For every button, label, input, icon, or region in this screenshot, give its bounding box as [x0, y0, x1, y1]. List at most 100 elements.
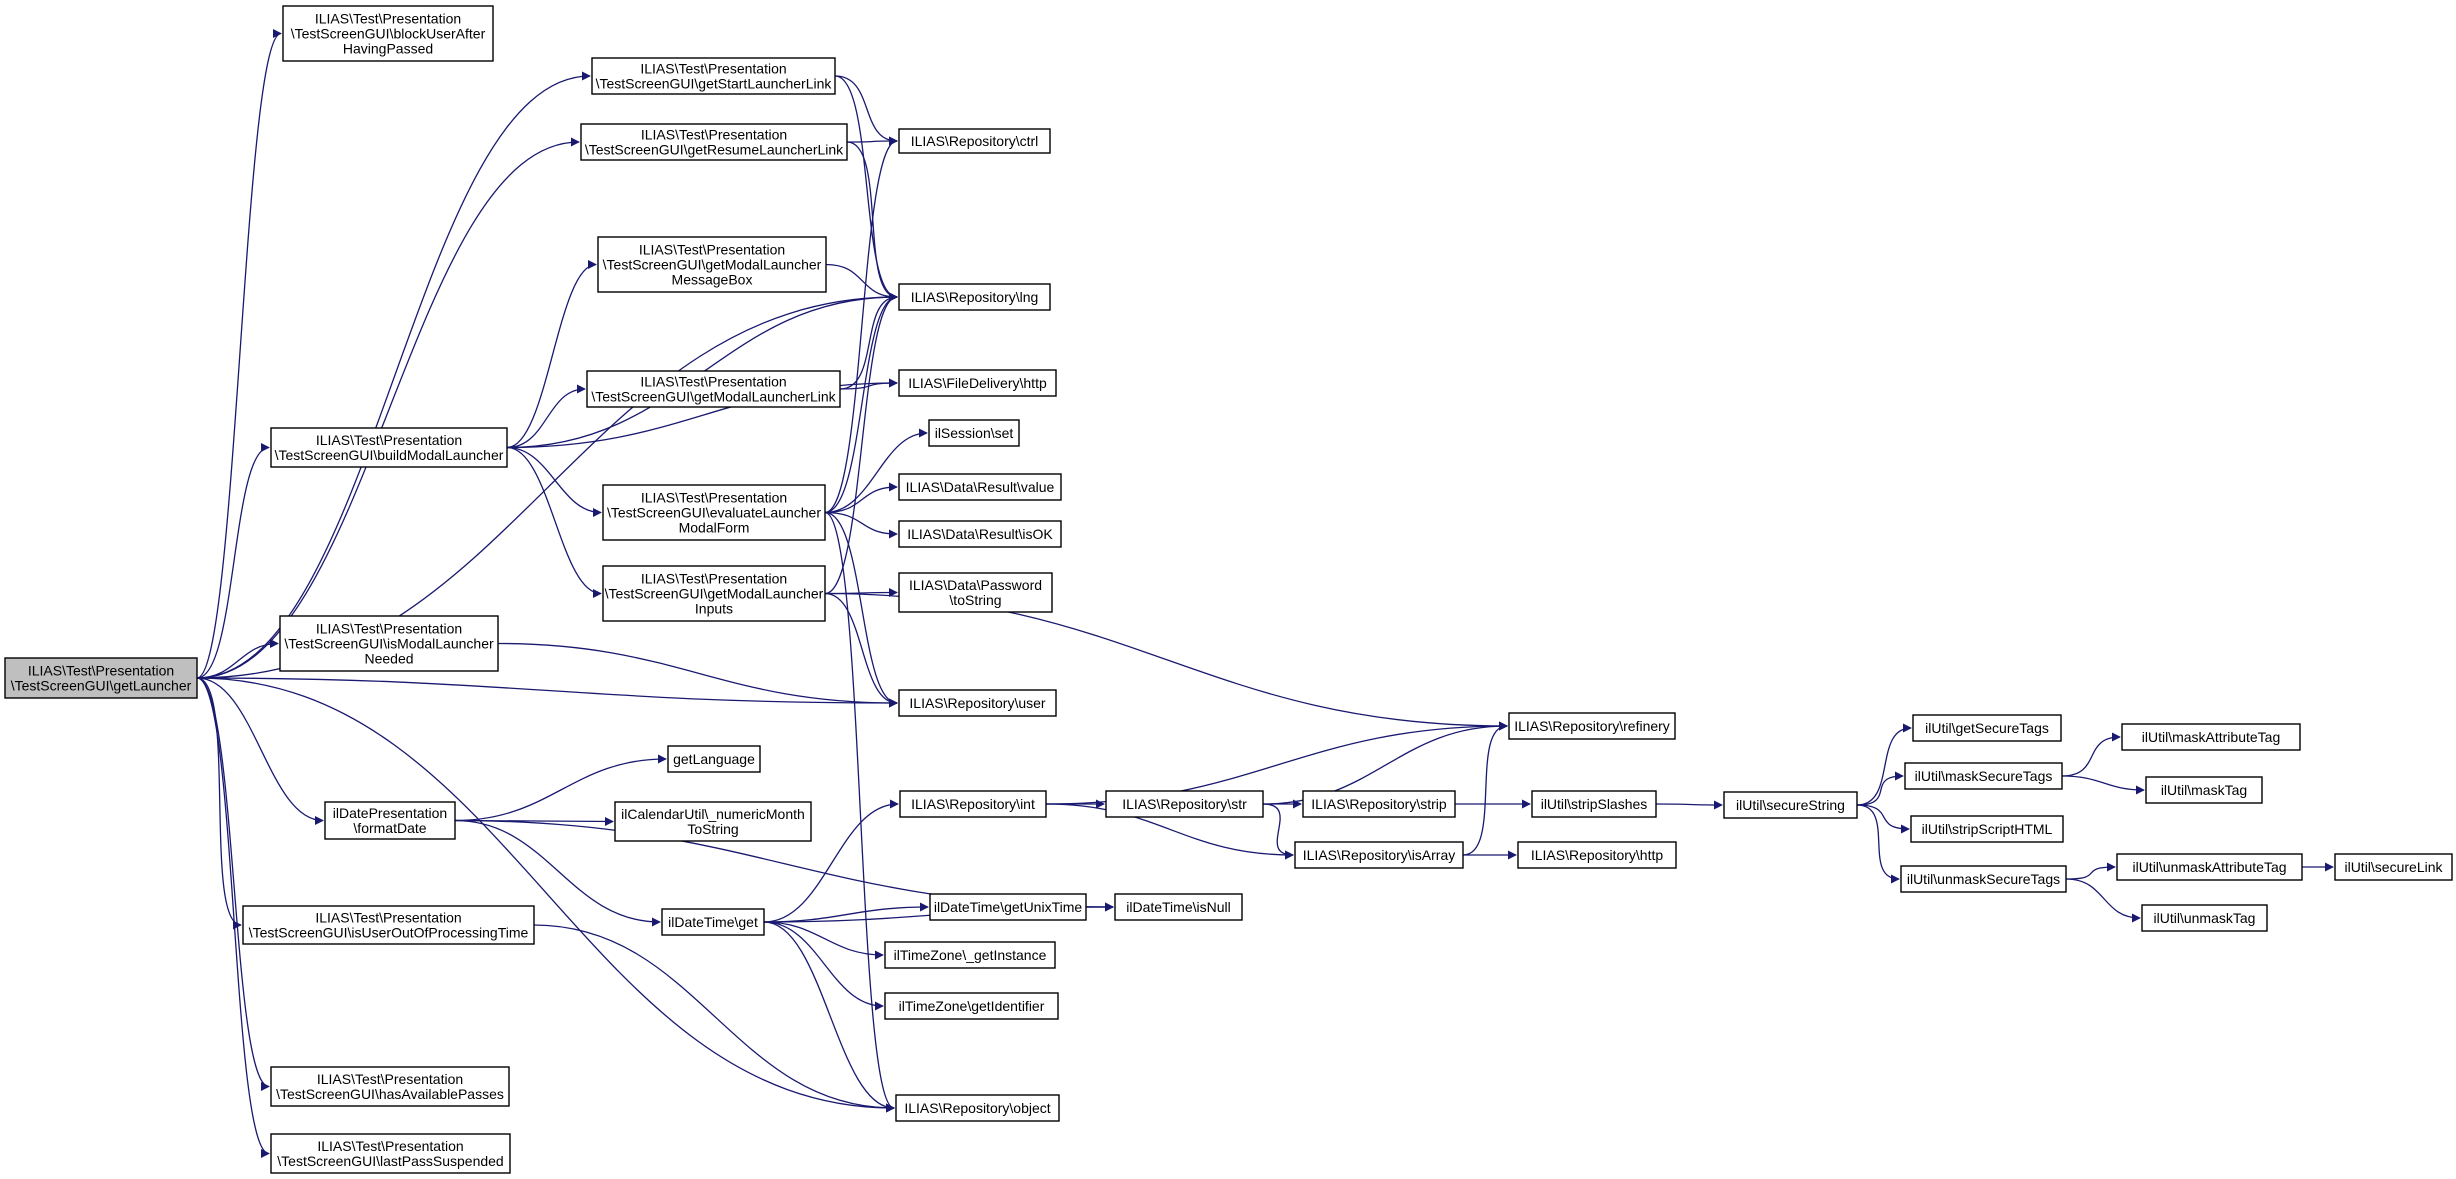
node-box — [2121, 723, 2301, 751]
edge-getLauncher-to-getStartLauncherLink — [196, 71, 591, 679]
node-strip-slashes[interactable]: ilUtil\stripSlashes — [1531, 790, 1657, 818]
node-last-pass-suspended[interactable]: ILIAS\Test\Presentation\TestScreenGUI\la… — [270, 1133, 511, 1174]
node-secure-link[interactable]: ilUtil\secureLink — [2334, 853, 2453, 881]
node-repo-http[interactable]: ILIAS\Repository\http — [1517, 841, 1677, 869]
edge-buildModalLauncher-to-getModalLauncherMessageBox — [506, 260, 597, 449]
node-build-modal-launcher[interactable]: ILIAS\Test\Presentation\TestScreenGUI\bu… — [270, 427, 508, 468]
node-label: HavingPassed — [343, 41, 433, 57]
node-label: \TestScreenGUI\isModalLauncher — [284, 636, 494, 652]
node-label: ilUtil\stripScriptHTML — [1922, 821, 2053, 837]
node-ctrl[interactable]: ILIAS\Repository\ctrl — [898, 128, 1051, 154]
node-is-null[interactable]: ilDateTime\isNull — [1114, 893, 1243, 921]
node-has-available-passes[interactable]: ILIAS\Test\Presentation\TestScreenGUI\ha… — [270, 1066, 510, 1107]
node-get-start-launcher-link[interactable]: ILIAS\Test\Presentation\TestScreenGUI\ge… — [591, 57, 836, 95]
node-session-set[interactable]: ilSession\set — [928, 419, 1020, 447]
node-strip-script-h-t-m-l[interactable]: ilUtil\stripScriptHTML — [1910, 815, 2064, 843]
node-block-user-after-having-passed[interactable]: ILIAS\Test\Presentation\TestScreenGUI\bl… — [282, 5, 494, 62]
node-label: ILIAS\Repository\http — [1531, 847, 1664, 863]
edge-formatDate-to-getLanguage — [454, 754, 667, 822]
edge-getLauncher-to-isUserOutOfProcessingTime — [196, 677, 242, 930]
node-is-user-out-of-processing-time[interactable]: ILIAS\Test\Presentation\TestScreenGUI\is… — [242, 905, 535, 945]
node-object[interactable]: ILIAS\Repository\object — [895, 1094, 1060, 1122]
node-label: ILIAS\Repository\lng — [911, 289, 1039, 305]
node-label: ILIAS\Test\Presentation — [641, 127, 787, 143]
node-secure-string[interactable]: ilUtil\secureString — [1723, 791, 1858, 819]
node-label: ilDateTime\getUnixTime — [934, 899, 1083, 915]
node-get-launcher[interactable]: ILIAS\Test\Presentation\TestScreenGUI\ge… — [4, 657, 198, 699]
node-format-date[interactable]: ilDatePresentation\formatDate — [324, 801, 456, 840]
edge-buildModalLauncher-to-getModalLauncherInputs — [506, 446, 602, 598]
node-box — [602, 565, 826, 622]
edge-getStartLauncherLink-to-ctrl — [834, 75, 898, 146]
node-tz-get-identifier[interactable]: ilTimeZone\getIdentifier — [884, 992, 1059, 1020]
node-unmask-attribute-tag[interactable]: ilUtil\unmaskAttributeTag — [2116, 853, 2303, 881]
edge-secureString-to-maskSecureTags — [1856, 771, 1904, 806]
edge-dateTimeGet-to-tzGetInstance — [763, 921, 884, 960]
node-label: ILIAS\Repository\str — [1122, 796, 1247, 812]
edge-getLauncher-to-isModalLauncherNeeded — [196, 639, 279, 679]
node-label: ILIAS\Test\Presentation — [641, 490, 787, 506]
node-evaluate-launcher-modal-form[interactable]: ILIAS\Test\Presentation\TestScreenGUI\ev… — [602, 484, 826, 541]
node-label: ILIAS\Test\Presentation — [640, 374, 786, 390]
edges-layer — [196, 29, 2334, 1158]
node-is-modal-launcher-needed[interactable]: ILIAS\Test\Presentation\TestScreenGUI\is… — [279, 615, 499, 672]
node-box — [667, 745, 761, 773]
edge-repoStr-to-isArray — [1262, 803, 1294, 860]
node-label: ilUtil\secureString — [1736, 797, 1845, 813]
node-label: \TestScreenGUI\hasAvailablePasses — [276, 1086, 504, 1102]
node-get-modal-launcher-message-box[interactable]: ILIAS\Test\Presentation\TestScreenGUI\ge… — [597, 236, 827, 293]
node-label: ILIAS\Test\Presentation — [641, 571, 787, 587]
node-result-value[interactable]: ILIAS\Data\Result\value — [898, 473, 1062, 501]
node-box — [1900, 865, 2067, 893]
node-is-array[interactable]: ILIAS\Repository\isArray — [1294, 841, 1464, 869]
node-label: \TestScreenGUI\getModalLauncherLink — [591, 389, 836, 405]
node-get-modal-launcher-inputs[interactable]: ILIAS\Test\Presentation\TestScreenGUI\ge… — [602, 565, 826, 622]
node-get-secure-tags[interactable]: ilUtil\getSecureTags — [1912, 714, 2062, 742]
node-label: ILIAS\Repository\strip — [1311, 796, 1447, 812]
node-label: ILIAS\Data\Result\isOK — [907, 526, 1053, 542]
node-password-to-string[interactable]: ILIAS\Data\Password\toString — [898, 572, 1053, 613]
node-label: ILIAS\Data\Password — [909, 577, 1042, 593]
node-repo-int[interactable]: ILIAS\Repository\int — [899, 790, 1047, 818]
node-user[interactable]: ILIAS\Repository\user — [898, 689, 1057, 717]
node-label: \TestScreenGUI\lastPassSuspended — [277, 1153, 503, 1169]
node-box — [898, 572, 1053, 613]
node-get-resume-launcher-link[interactable]: ILIAS\Test\Presentation\TestScreenGUI\ge… — [580, 123, 848, 161]
node-file-http[interactable]: ILIAS\FileDelivery\http — [898, 369, 1057, 397]
edge-isUserOutOfProcessingTime-to-object — [533, 924, 895, 1113]
node-label: ILIAS\Test\Presentation — [316, 432, 462, 448]
node-repo-strip[interactable]: ILIAS\Repository\strip — [1302, 790, 1456, 818]
node-unmask-secure-tags[interactable]: ilUtil\unmaskSecureTags — [1900, 865, 2067, 893]
node-get-modal-launcher-link[interactable]: ILIAS\Test\Presentation\TestScreenGUI\ge… — [586, 370, 841, 408]
node-mask-attribute-tag[interactable]: ilUtil\maskAttributeTag — [2121, 723, 2301, 751]
node-date-time-get[interactable]: ilDateTime\get — [661, 908, 765, 936]
edge-evaluateLauncherModalForm-to-ctrl — [824, 136, 898, 514]
node-repo-str[interactable]: ILIAS\Repository\str — [1105, 790, 1264, 818]
edge-evaluateLauncherModalForm-to-user — [824, 511, 898, 708]
node-box — [895, 1094, 1060, 1122]
node-get-language[interactable]: getLanguage — [667, 745, 761, 773]
node-label: ILIAS\Repository\isArray — [1303, 847, 1456, 863]
node-box — [4, 657, 198, 699]
node-label: ToString — [687, 821, 738, 837]
node-mask-secure-tags[interactable]: ilUtil\maskSecureTags — [1904, 762, 2063, 790]
edge-buildModalLauncher-to-evaluateLauncherModalForm — [506, 446, 602, 517]
node-box — [661, 908, 765, 936]
node-get-unix-time[interactable]: ilDateTime\getUnixTime — [929, 893, 1087, 921]
node-refinery[interactable]: ILIAS\Repository\refinery — [1508, 712, 1676, 740]
node-lng[interactable]: ILIAS\Repository\lng — [898, 283, 1051, 311]
node-box — [279, 615, 499, 672]
node-unmask-tag[interactable]: ilUtil\unmaskTag — [2141, 904, 2268, 932]
node-tz-get-instance[interactable]: ilTimeZone\_getInstance — [884, 941, 1056, 969]
edge-getModalLauncherLink-to-lng — [839, 292, 898, 390]
node-label: \TestScreenGUI\getResumeLauncherLink — [585, 142, 844, 158]
node-label: ILIAS\Test\Presentation — [315, 910, 461, 926]
node-label: ILIAS\Test\Presentation — [316, 621, 462, 637]
node-label: ilSession\set — [935, 425, 1014, 441]
node-result-is-o-k[interactable]: ILIAS\Data\Result\isOK — [898, 520, 1062, 548]
edge-dateTimeGet-to-tzGetIdentifier — [763, 921, 884, 1011]
node-mask-tag[interactable]: ilUtil\maskTag — [2145, 776, 2263, 804]
node-label: ModalForm — [679, 520, 750, 536]
